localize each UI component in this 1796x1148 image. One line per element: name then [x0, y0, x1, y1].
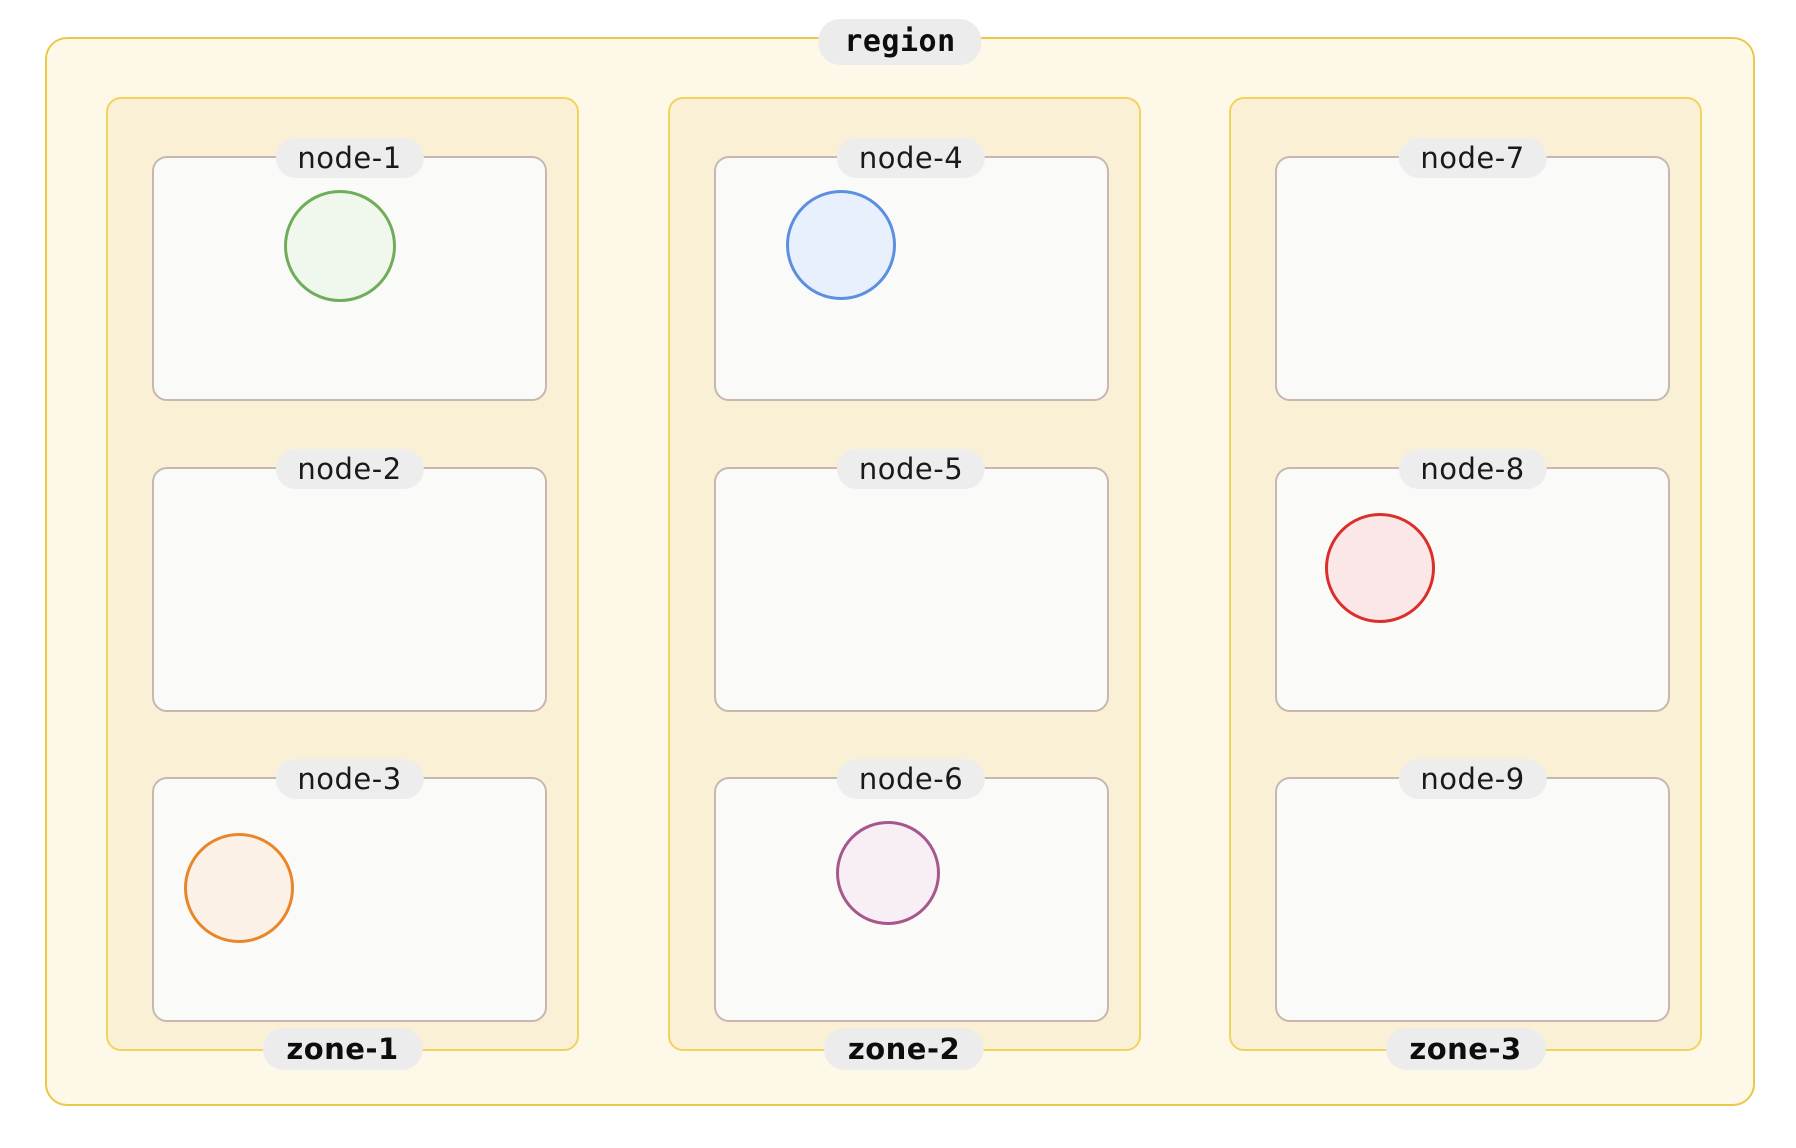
node-container-9[interactable]: node-9 [1275, 759, 1670, 1022]
node-container-3[interactable]: node-3 [152, 759, 547, 1022]
node-container-8[interactable]: node-8 [1275, 448, 1670, 712]
node-container-4[interactable]: node-4 [713, 138, 1109, 401]
node-label-7: node-7 [1398, 138, 1547, 179]
zone-label-2: zone-2 [823, 1027, 985, 1070]
region-label: region [818, 19, 982, 65]
node-label-1: node-1 [275, 138, 424, 179]
zone-container-2[interactable]: node-4 node-5 node-6 zone-2 [667, 97, 1141, 1070]
node-container-1[interactable]: node-1 [152, 138, 547, 401]
node-label-4: node-4 [836, 138, 986, 179]
zone-label-1: zone-1 [262, 1027, 423, 1070]
node-label-2: node-2 [275, 448, 424, 489]
node-stack-3: node-7 node-8 node-9 [1275, 138, 1670, 1022]
node-stack-2: node-4 node-5 node-6 [713, 138, 1109, 1022]
zone-container-1[interactable]: node-1 node-2 node-3 zone-1 [106, 97, 579, 1070]
node-stack-1: node-1 node-2 node-3 [152, 138, 547, 1022]
node-circle-red [1325, 512, 1435, 623]
node-label-8: node-8 [1398, 448, 1547, 489]
node-label-9: node-9 [1398, 759, 1547, 800]
node-container-2[interactable]: node-2 [152, 448, 547, 712]
zone-container-3[interactable]: node-7 node-8 node-9 zone-3 [1229, 97, 1702, 1070]
zone-label-3: zone-3 [1385, 1027, 1546, 1070]
node-label-5: node-5 [836, 448, 986, 489]
node-circle-purple [835, 821, 940, 925]
node-circle-blue [785, 190, 896, 300]
zone-row: node-1 node-2 node-3 zone-1 node-4 [106, 97, 1702, 1070]
node-label-6: node-6 [836, 759, 986, 800]
region-container: region node-1 node-2 node-3 zone-1 [45, 19, 1755, 1106]
node-container-6[interactable]: node-6 [713, 759, 1109, 1022]
node-circle-green [284, 190, 396, 302]
node-circle-orange [184, 833, 294, 943]
node-container-5[interactable]: node-5 [713, 448, 1109, 712]
node-container-7[interactable]: node-7 [1275, 138, 1670, 401]
node-label-3: node-3 [275, 759, 424, 800]
